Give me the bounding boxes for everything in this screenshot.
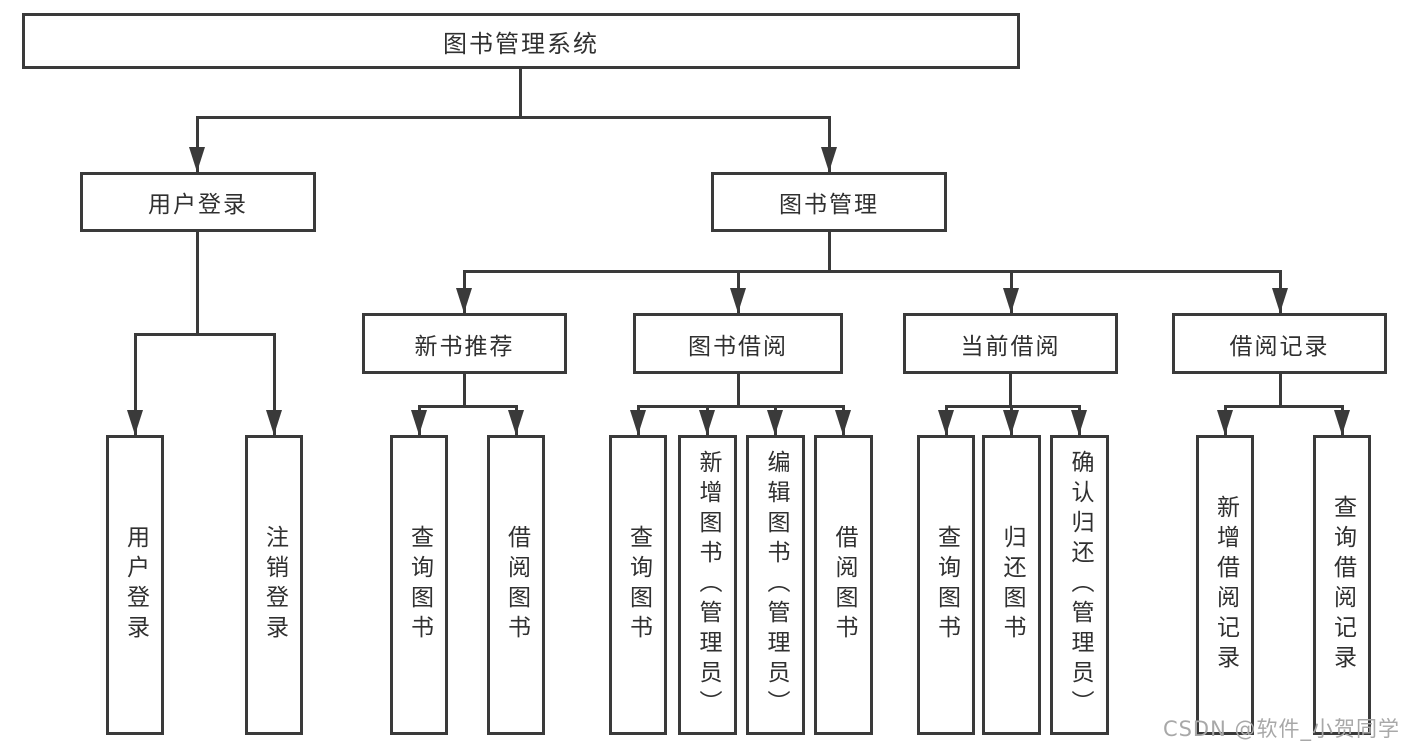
csdn-watermark: CSDN @软件_小贺同学 (1162, 717, 1400, 741)
leaf-borrow-books-recommend: 借阅图书 (487, 435, 545, 735)
arrowhead-down-icon (1334, 410, 1350, 435)
connector-vline (828, 116, 831, 172)
arrowhead-down-icon (1003, 410, 1019, 435)
arrowhead-down-icon (767, 410, 783, 435)
leaf-query-books-recommend: 查询图书 (390, 435, 448, 735)
arrowhead-down-icon (1217, 410, 1233, 435)
arrowhead-down-icon (127, 410, 143, 435)
connector-hline (196, 116, 831, 119)
connector-vline (196, 116, 199, 172)
arrowhead-down-icon (189, 147, 205, 172)
arrowhead-down-icon (266, 410, 282, 435)
node-book-management: 图书管理 (711, 172, 947, 232)
arrowhead-down-icon (699, 410, 715, 435)
connector-vline (519, 69, 522, 118)
node-borrowing-records: 借阅记录 (1172, 313, 1387, 374)
leaf-return-book: 归还图书 (982, 435, 1041, 735)
arrowhead-down-icon (1003, 288, 1019, 313)
arrowhead-down-icon (730, 288, 746, 313)
arrowhead-down-icon (411, 410, 427, 435)
connector-hline (637, 405, 845, 408)
connector-vline (273, 333, 276, 435)
leaf-confirm-return-admin: 确认归还（管理员） (1050, 435, 1109, 735)
connector-hline (945, 405, 1081, 408)
leaf-query-books-current: 查询图书 (917, 435, 975, 735)
node-book-borrowing: 图书借阅 (633, 313, 843, 374)
leaf-add-book-admin: 新增图书（管理员） (678, 435, 737, 735)
arrowhead-down-icon (1071, 410, 1087, 435)
node-new-book-recommend: 新书推荐 (362, 313, 567, 374)
connector-hline (1224, 405, 1344, 408)
arrowhead-down-icon (835, 410, 851, 435)
connector-vline (196, 232, 199, 336)
leaf-add-borrow-record: 新增借阅记录 (1196, 435, 1254, 735)
connector-hline (418, 405, 518, 408)
connector-vline (737, 374, 740, 407)
leaf-query-books-borrowing: 查询图书 (609, 435, 667, 735)
arrowhead-down-icon (508, 410, 524, 435)
arrowhead-down-icon (456, 288, 472, 313)
connector-vline (1279, 374, 1282, 407)
arrowhead-down-icon (1272, 288, 1288, 313)
leaf-user-login: 用户登录 (106, 435, 164, 735)
arrowhead-down-icon (938, 410, 954, 435)
connector-vline (134, 333, 137, 435)
leaf-edit-book-admin: 编辑图书（管理员） (746, 435, 805, 735)
node-library-management-system: 图书管理系统 (22, 13, 1020, 69)
connector-vline (828, 232, 831, 273)
node-current-borrowing: 当前借阅 (903, 313, 1118, 374)
leaf-query-borrow-record: 查询借阅记录 (1313, 435, 1371, 735)
arrowhead-down-icon (821, 147, 837, 172)
connector-vline (463, 374, 466, 407)
arrowhead-down-icon (630, 410, 646, 435)
node-user-login: 用户登录 (80, 172, 316, 232)
connector-vline (1009, 374, 1012, 407)
connector-hline (463, 270, 1282, 273)
leaf-logout: 注销登录 (245, 435, 303, 735)
leaf-borrow-books-borrowing: 借阅图书 (814, 435, 873, 735)
connector-hline (134, 333, 276, 336)
